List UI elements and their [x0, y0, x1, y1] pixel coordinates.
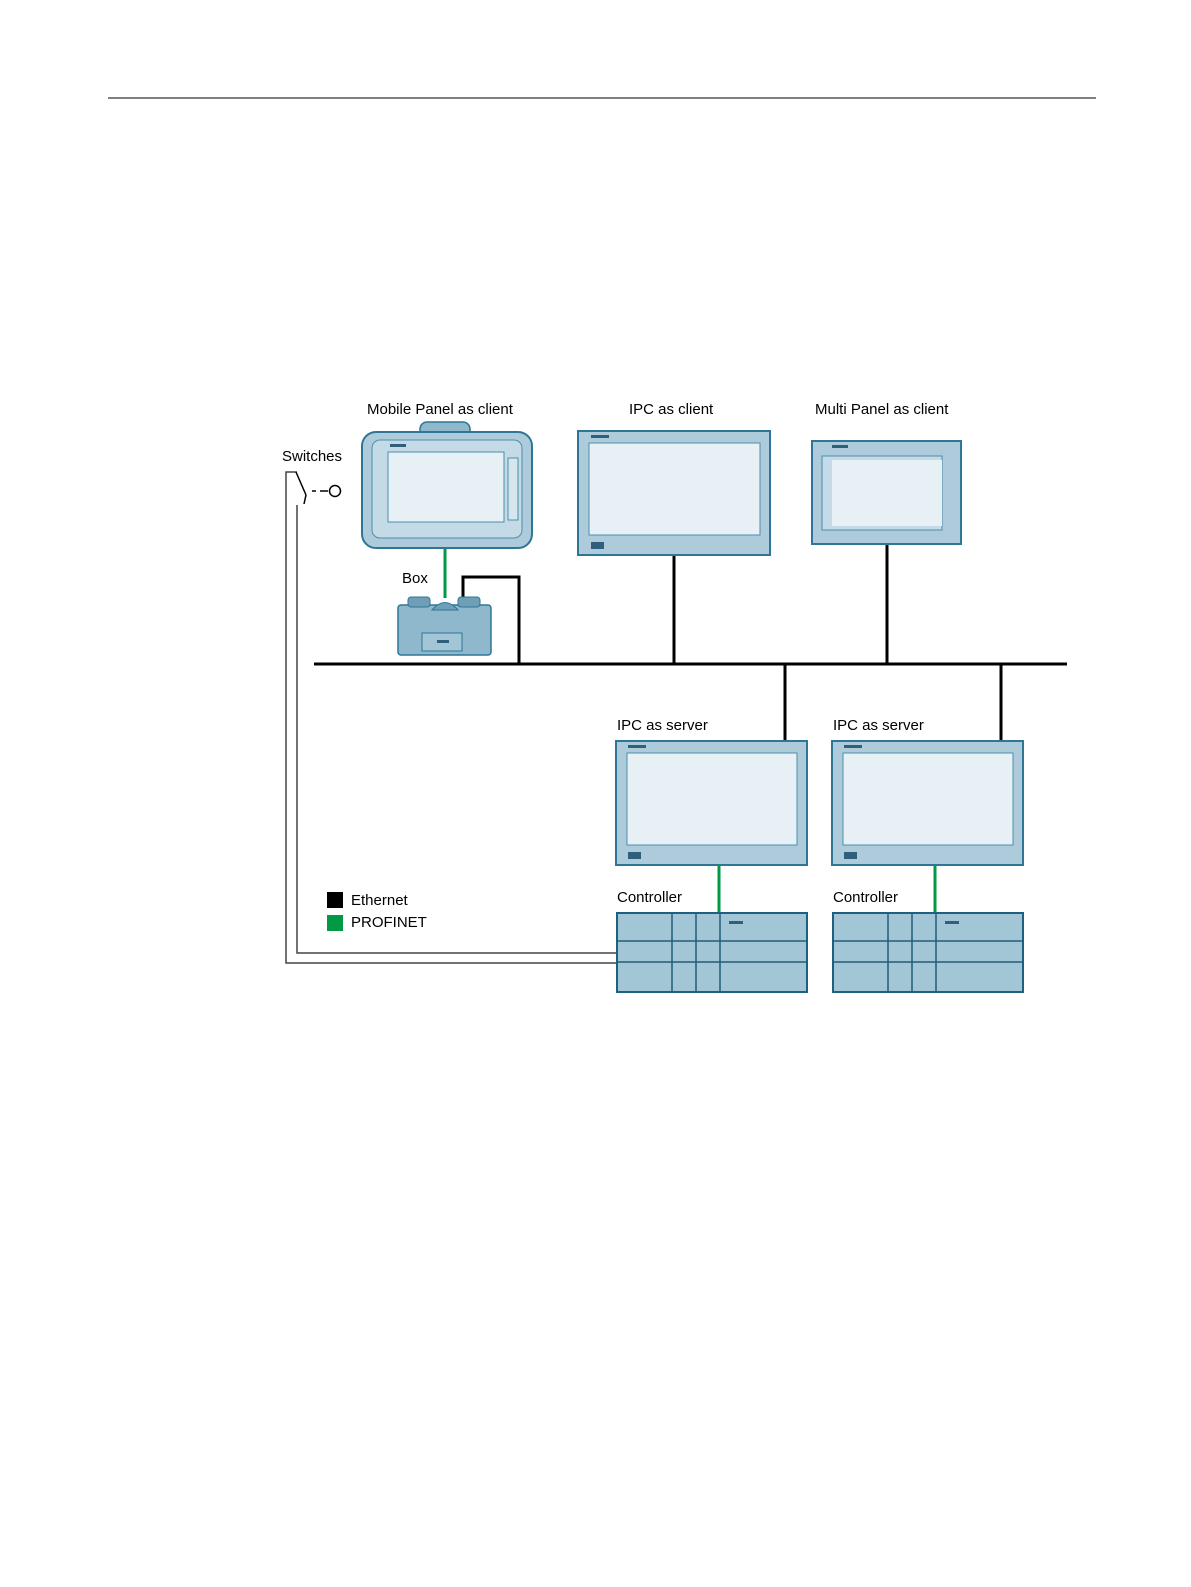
ipc-server-1-device: [616, 741, 807, 865]
controller-1-label: Controller: [617, 889, 682, 906]
box-device: [398, 597, 491, 655]
ipc-server-1-label: IPC as server: [617, 717, 708, 734]
switches-label: Switches: [282, 448, 342, 465]
legend-ethernet-label: Ethernet: [351, 892, 409, 909]
ipc-server-2-device: [832, 741, 1023, 865]
controller-2-device: [833, 913, 1023, 992]
switch-symbol: [296, 472, 341, 504]
multi-panel-label: Multi Panel as client: [815, 401, 949, 418]
ipc-client-label: IPC as client: [629, 401, 714, 418]
multi-panel-device: [812, 441, 961, 544]
legend-profinet-swatch: [327, 915, 343, 931]
box-label: Box: [402, 570, 428, 587]
controller-2-label: Controller: [833, 889, 898, 906]
ipc-server-2-label: IPC as server: [833, 717, 924, 734]
mobile-panel-label: Mobile Panel as client: [367, 401, 514, 418]
ethernet-connections: [463, 544, 1001, 740]
legend-ethernet-swatch: [327, 892, 343, 908]
mobile-panel-device: [362, 422, 532, 548]
legend-profinet-label: PROFINET: [351, 914, 427, 931]
controller-1-device: [617, 913, 807, 992]
ipc-client-device: [578, 431, 770, 555]
